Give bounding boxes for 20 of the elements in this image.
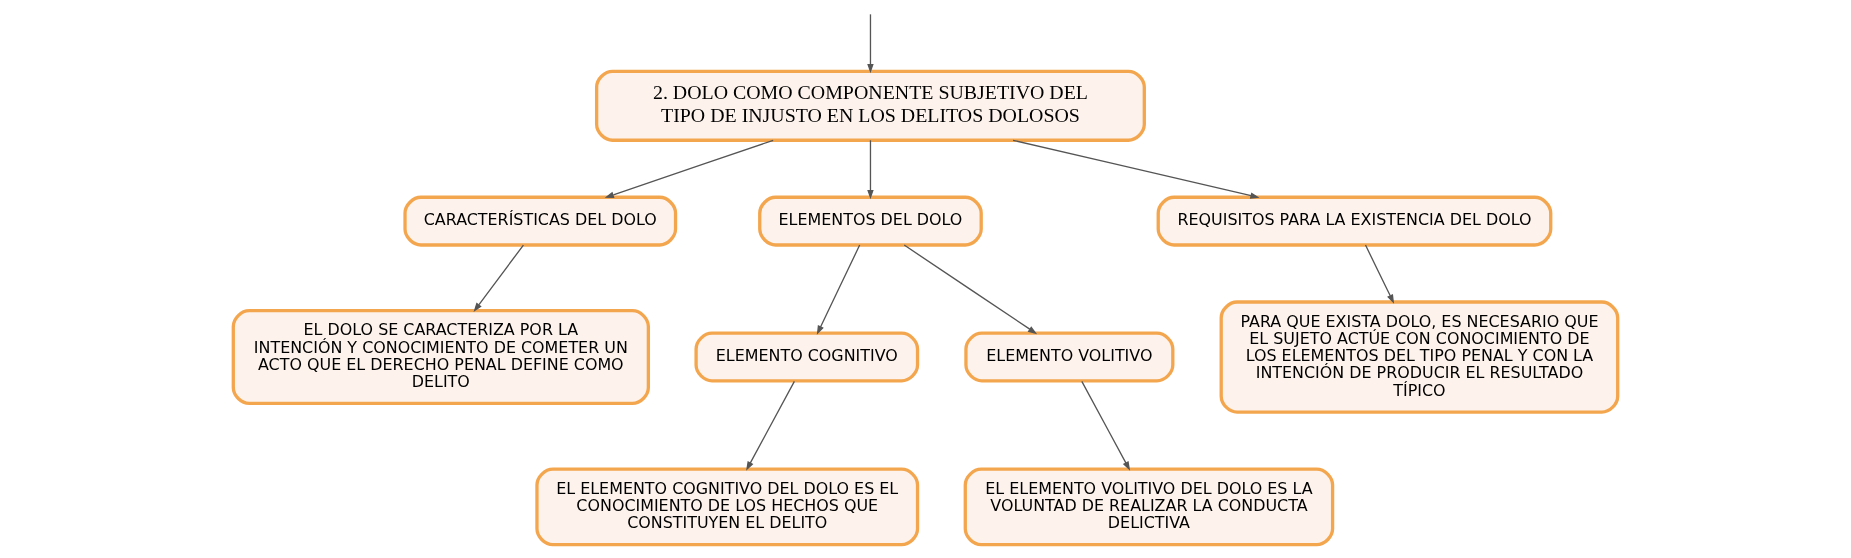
arrow — [1364, 244, 1395, 304]
node-box: 2. DOLO COMO COMPONENTE SUBJETIVO DEL TIPO DE INJUSTO EN LOS DELITOS DOLOSOS — [595, 69, 1146, 142]
arrow — [867, 139, 874, 200]
node-box: REQUISITOS PARA LA EXISTENCIA DEL DOLO — [1156, 195, 1553, 247]
node-box: CARACTERÍSTICAS DEL DOLO — [403, 195, 678, 247]
arrow — [903, 244, 1038, 335]
node-box: EL DOLO SE CARACTERIZA POR LA INTENCIÓN Y CONOCIMIENTO DE COMETER UN ACTO QUE EL DERECHO PENAL DEFINE COMO DELITO — [231, 308, 650, 406]
node-box: ELEMENTO COGNITIVO — [694, 331, 920, 383]
arrow — [816, 244, 861, 335]
arrow — [867, 13, 874, 74]
arrow — [473, 244, 525, 312]
node-box: EL ELEMENTO COGNITIVO DEL DOLO ES EL CONOCIMIENTO DE LOS HECHOS QUE CONSTITUYEN EL DELITO — [535, 467, 920, 547]
arrow — [1081, 380, 1131, 471]
node-box: ELEMENTOS DEL DOLO — [758, 195, 983, 247]
node-box: EL ELEMENTO VOLITIVO DEL DOLO ES LA VOLUNTAD DE REALIZAR LA CONDUCTA DELICTIVA — [963, 467, 1335, 547]
node-box: ELEMENTO VOLITIVO — [964, 331, 1175, 383]
node-box: PARA QUE EXISTA DOLO, ES NECESARIO QUE EL SUJETO ACTÚE CON CONOCIMIENTO DE LOS ELEMENTOS DEL TIPO PENAL Y CON LA INTENCIÓN DE PRODUCIR EL RESULTADO TÍPICO — [1219, 300, 1620, 414]
arrow — [1012, 139, 1260, 199]
arrow — [746, 380, 796, 471]
arrow — [604, 139, 774, 198]
